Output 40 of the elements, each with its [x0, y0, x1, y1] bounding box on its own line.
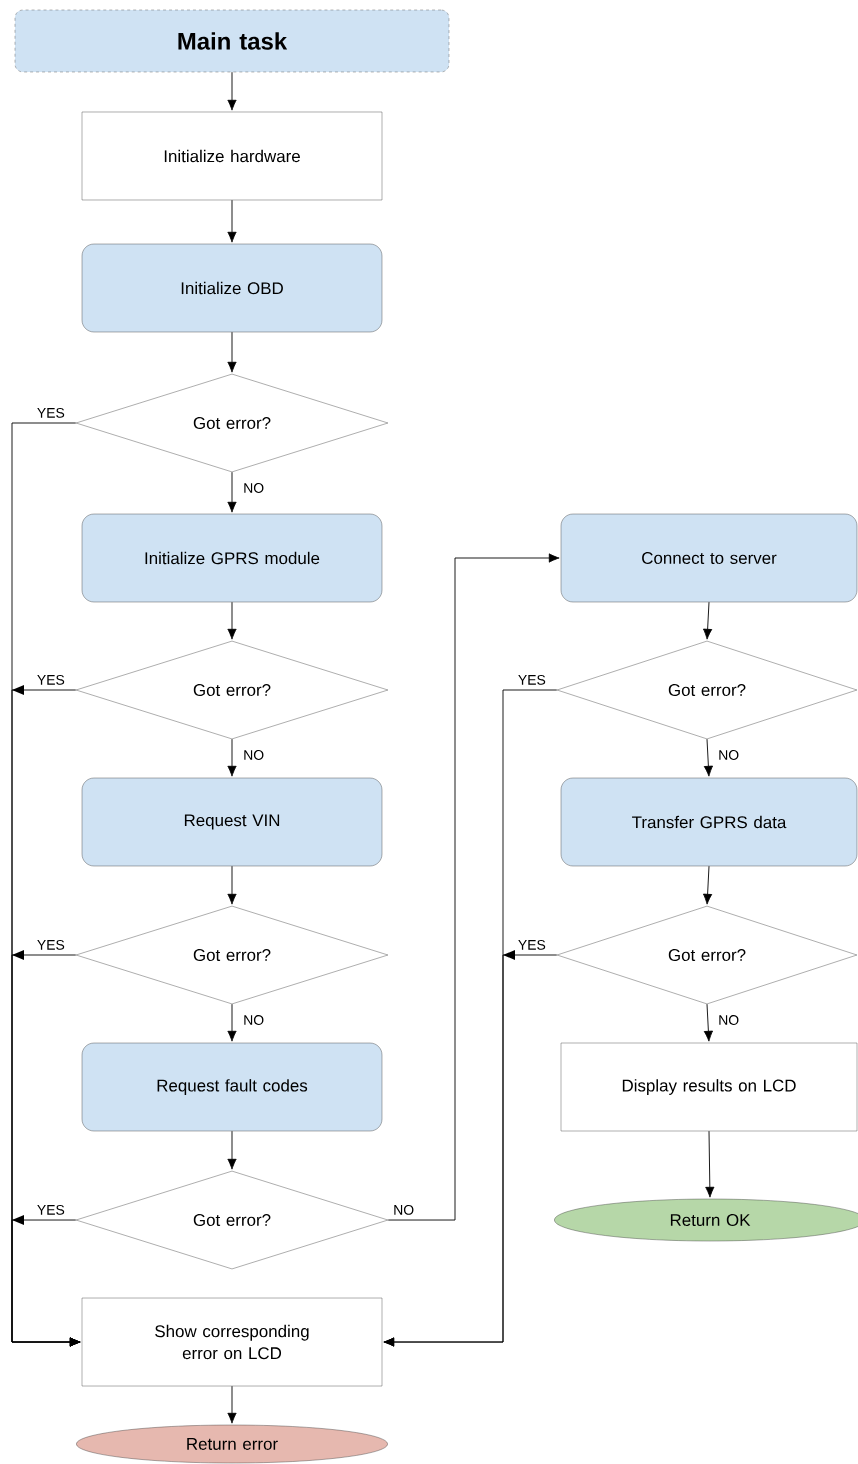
edge-label: NO [242, 1014, 266, 1026]
edge-label: YES [35, 1203, 66, 1216]
process-box: Request fault codes [81, 1042, 383, 1132]
arrow [703, 1003, 713, 1042]
edge-label: NO [717, 1014, 741, 1026]
edge-label: YES [35, 673, 66, 686]
edge-label: YES [35, 938, 66, 951]
arrow [227, 71, 237, 111]
arrow [227, 331, 237, 373]
start-box: Main task [14, 9, 450, 73]
edge-label: YES [516, 673, 547, 686]
arrow [383, 950, 558, 1347]
process-box: Display results on LCD [560, 1042, 858, 1132]
process-box: Show corresponding error on LCD [81, 1297, 383, 1387]
arrow [703, 601, 713, 640]
edge-label: NO [717, 749, 741, 761]
arrow [11, 1215, 81, 1347]
arrow [227, 865, 237, 905]
arrow [227, 1385, 237, 1424]
process-box: Initialize GPRS module [81, 513, 383, 603]
arrow [227, 199, 237, 243]
edge-label: YES [516, 938, 547, 951]
arrow [703, 738, 713, 777]
arrow [227, 471, 237, 513]
arrow [227, 601, 237, 640]
process-box: Transfer GPRS data [560, 777, 858, 867]
process-box: Initialize hardware [81, 111, 383, 201]
edge-label: NO [242, 482, 266, 494]
edge-label: YES [35, 406, 66, 419]
arrow [227, 1003, 237, 1042]
arrow [387, 553, 560, 1221]
arrow [703, 865, 713, 905]
edge-label: NO [392, 1203, 416, 1216]
process-box: Initialize OBD [81, 243, 383, 333]
arrow [227, 1130, 237, 1170]
arrow [705, 1130, 715, 1198]
process-box: Connect to server [560, 513, 858, 603]
edge-label: NO [242, 749, 266, 761]
process-box: Request VIN [81, 777, 383, 867]
arrow [227, 738, 237, 777]
